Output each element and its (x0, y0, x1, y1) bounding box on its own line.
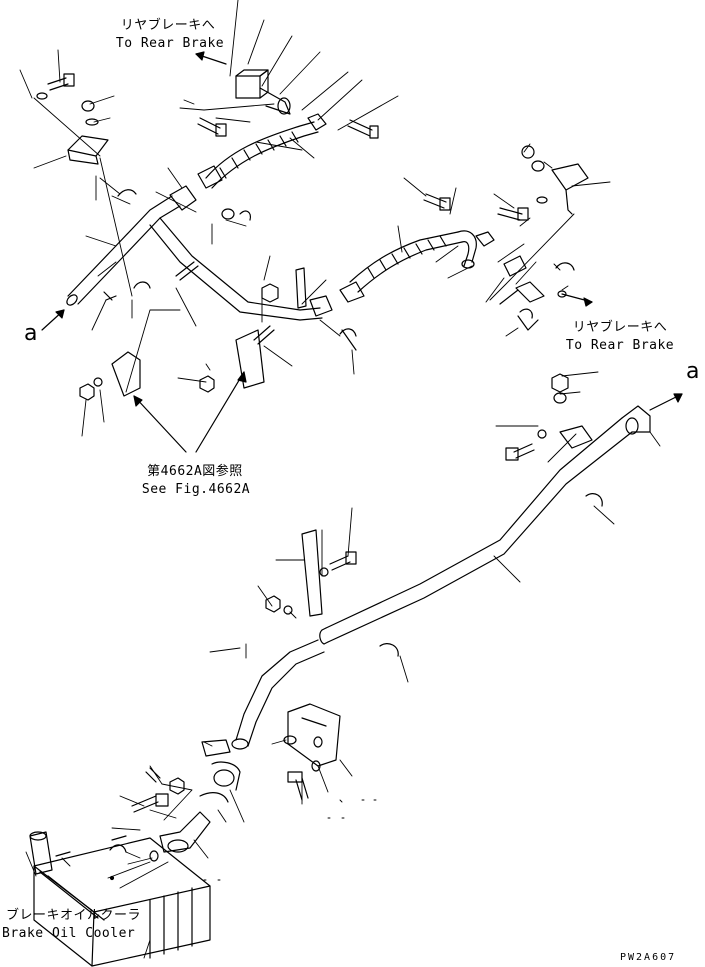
upper-left-pipe (36, 69, 379, 401)
flow-arrows (41, 51, 683, 453)
rear-brake-top-label-en: To Rear Brake (115, 36, 225, 51)
marker-a-left: a (24, 321, 38, 346)
see-fig-label-en: See Fig.4662A (141, 482, 251, 497)
see-fig-label-jp: 第4662A図参照 (147, 464, 243, 479)
rear-brake-right-label-en: To Rear Brake (565, 338, 675, 353)
drawing-code: PW2A607 (620, 952, 677, 963)
rear-brake-top-label-jp: リヤブレーキへ (120, 18, 216, 33)
lower-long-pipe (131, 373, 651, 862)
brake-oil-cooler (29, 831, 211, 967)
brake-oil-cooler-label-en: Brake Oil Cooler (2, 926, 136, 941)
rear-brake-right-label-jp: リヤブレーキへ (572, 320, 668, 335)
marker-a-right: a (686, 359, 700, 384)
brake-oil-cooler-label-jp: ブレーキオイルクーラ (6, 908, 142, 923)
leader-lines (19, 0, 661, 959)
